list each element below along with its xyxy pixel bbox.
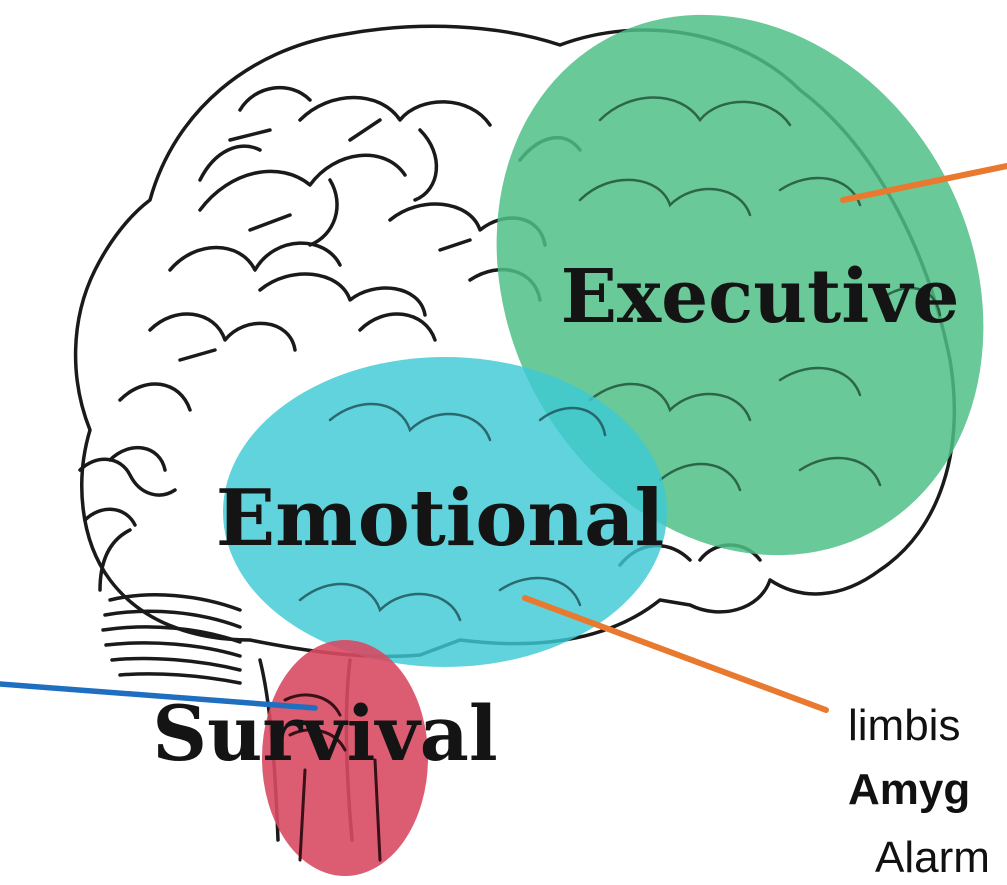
amygdala-caption: Amyg <box>848 768 970 812</box>
emotional-label: Emotional <box>216 473 665 564</box>
alarm-caption: Alarm <box>875 836 990 880</box>
limbic-caption: limbis <box>848 704 960 748</box>
emotional-pointer-line <box>525 598 826 710</box>
executive-label: Executive <box>561 254 960 340</box>
survival-label: Survival <box>152 689 498 778</box>
